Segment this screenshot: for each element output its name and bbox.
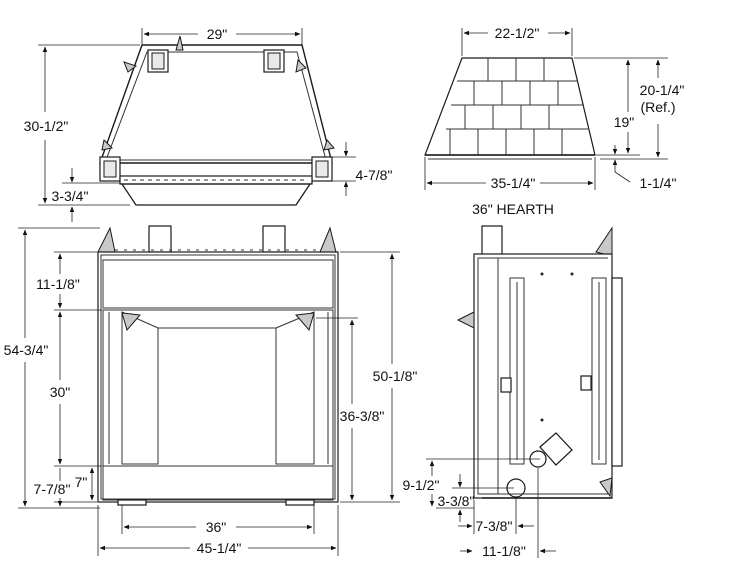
hearth-bricks	[446, 58, 588, 155]
dim-hearth-base-width: 35-1/4"	[491, 175, 536, 191]
dim-front-inner-height: 36-3/8"	[340, 408, 385, 424]
dim-hearth-ref: (Ref.)	[641, 99, 676, 115]
dim-front-total-width: 45-1/4"	[197, 540, 242, 556]
dim-hearth-inner: 19"	[614, 114, 635, 130]
dim-front-total-height: 54-3/4"	[4, 342, 49, 358]
front-view-dimensions: 54-3/4" 11-1/8" 30" 7-7/8" 7" 50-1/8" 36…	[4, 227, 418, 556]
dim-hearth-height: 20-1/4"	[640, 82, 685, 98]
front-left-collar	[148, 225, 172, 253]
dim-front-opening-width: 36"	[206, 519, 227, 535]
side-view-dimensions: 9-1/2" 3-3/8" 7-3/8" 11-1/8"	[403, 458, 556, 559]
dim-front-top-band: 11-1/8"	[36, 276, 80, 292]
dim-hearth-base-offset: 1-1/4"	[640, 175, 677, 191]
dim-front-bottom: 7-7/8"	[34, 481, 71, 497]
front-view	[97, 225, 339, 506]
dim-top-height: 30-1/2"	[24, 118, 69, 134]
dim-front-right-height: 50-1/8"	[373, 368, 418, 384]
dim-front-opening-height: 30"	[50, 384, 71, 400]
dim-hearth-width: 22-1/2"	[495, 25, 540, 41]
dim-side-depth: 11-1/8"	[482, 543, 526, 559]
top-view	[99, 35, 335, 206]
dim-front-sill: 7"	[75, 474, 88, 490]
dim-side-pipe-height: 9-1/2"	[403, 477, 440, 493]
dim-top-width: 29"	[207, 26, 228, 42]
dim-top-base: 3-3/4"	[52, 188, 89, 204]
top-view-dimensions: 29" 30-1/2" 3-3/4" 4-7/8"	[24, 26, 393, 222]
dim-top-flange: 4-7/8"	[356, 167, 393, 183]
side-collar	[481, 225, 503, 257]
front-right-collar	[262, 225, 286, 253]
hearth-caption: 36" HEARTH	[472, 201, 554, 217]
side-view	[456, 225, 623, 499]
dim-side-pipe-low: 3-3/8"	[438, 493, 475, 509]
hearth-view	[424, 57, 596, 160]
hearth-dimensions: 22-1/2" 20-1/4" (Ref.) 19" 35-1/4" 1-1/4…	[424, 25, 685, 217]
dim-side-pipe-offset: 7-3/8"	[476, 518, 513, 534]
